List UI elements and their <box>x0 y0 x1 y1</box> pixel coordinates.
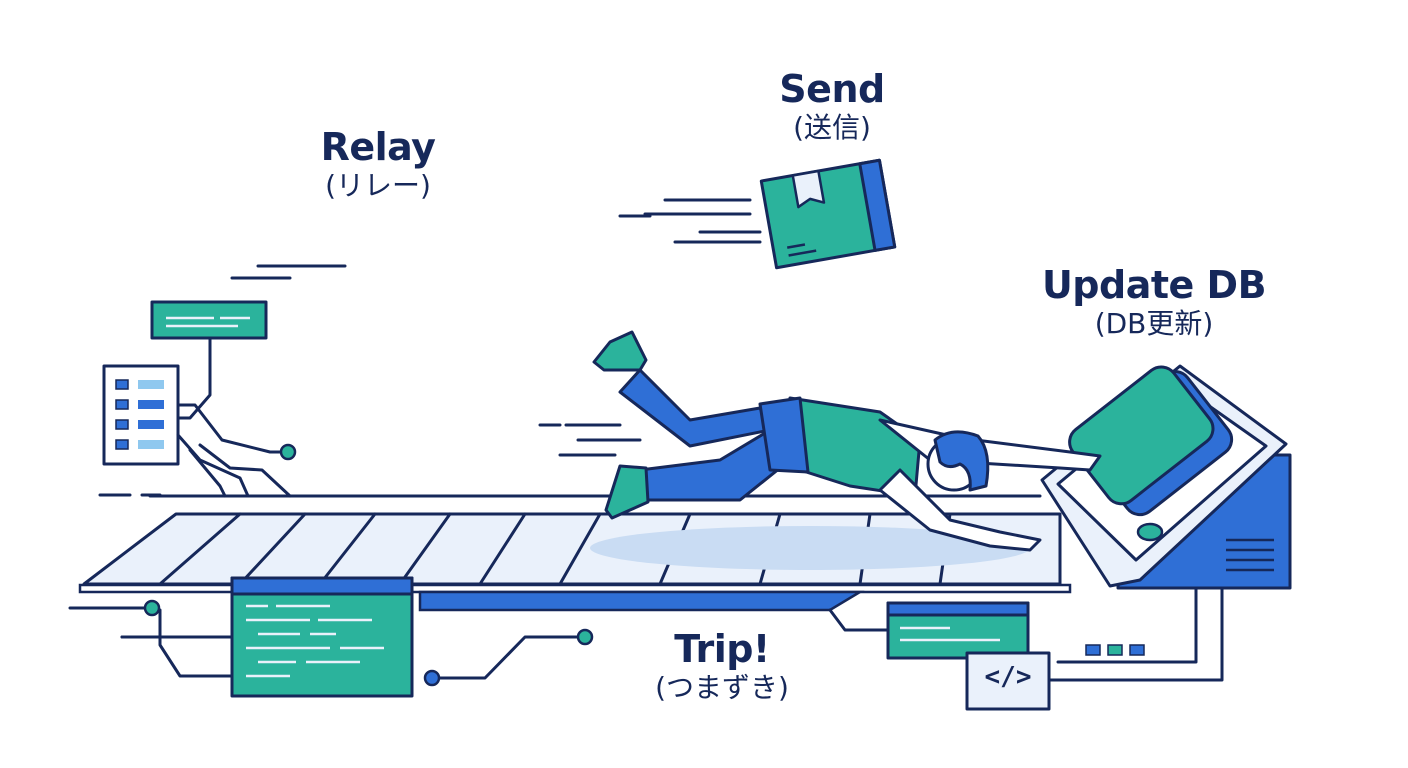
package-icon <box>759 158 897 270</box>
label-update-db-subtitle: (DB更新) <box>1094 307 1214 340</box>
label-trip-subtitle: (つまずき) <box>655 671 789 704</box>
label-trip: Trip! (つまずき) <box>602 628 842 706</box>
label-trip-title: Trip! <box>674 627 770 671</box>
conveyor-belt <box>78 494 1072 612</box>
label-relay: Relay (リレー) <box>268 126 488 204</box>
speed-dashes <box>1066 644 1145 664</box>
bottom-right-panels <box>828 586 1224 711</box>
label-update-db-title: Update DB <box>1041 263 1267 307</box>
circuit-node-icon <box>279 443 297 461</box>
bottom-left-terminal <box>98 576 594 698</box>
label-update-db: Update DB (DB更新) <box>1024 264 1284 342</box>
code-icon <box>965 651 1051 711</box>
label-relay-title: Relay <box>320 125 436 169</box>
tripping-person <box>592 330 1102 552</box>
left-circuit <box>102 300 297 498</box>
circuit-node-icon <box>143 599 161 617</box>
label-send-title: Send <box>779 67 885 111</box>
circuit-node-icon <box>576 628 594 646</box>
form-panel-icon <box>102 364 180 466</box>
circuit-node-icon <box>423 669 441 687</box>
code-icon-glyph: </> <box>984 662 1032 692</box>
label-send: Send (送信) <box>722 68 942 146</box>
database-cartridge-icon <box>1068 365 1234 517</box>
label-send-subtitle: (送信) <box>793 111 871 144</box>
label-relay-subtitle: (リレー) <box>325 169 431 202</box>
